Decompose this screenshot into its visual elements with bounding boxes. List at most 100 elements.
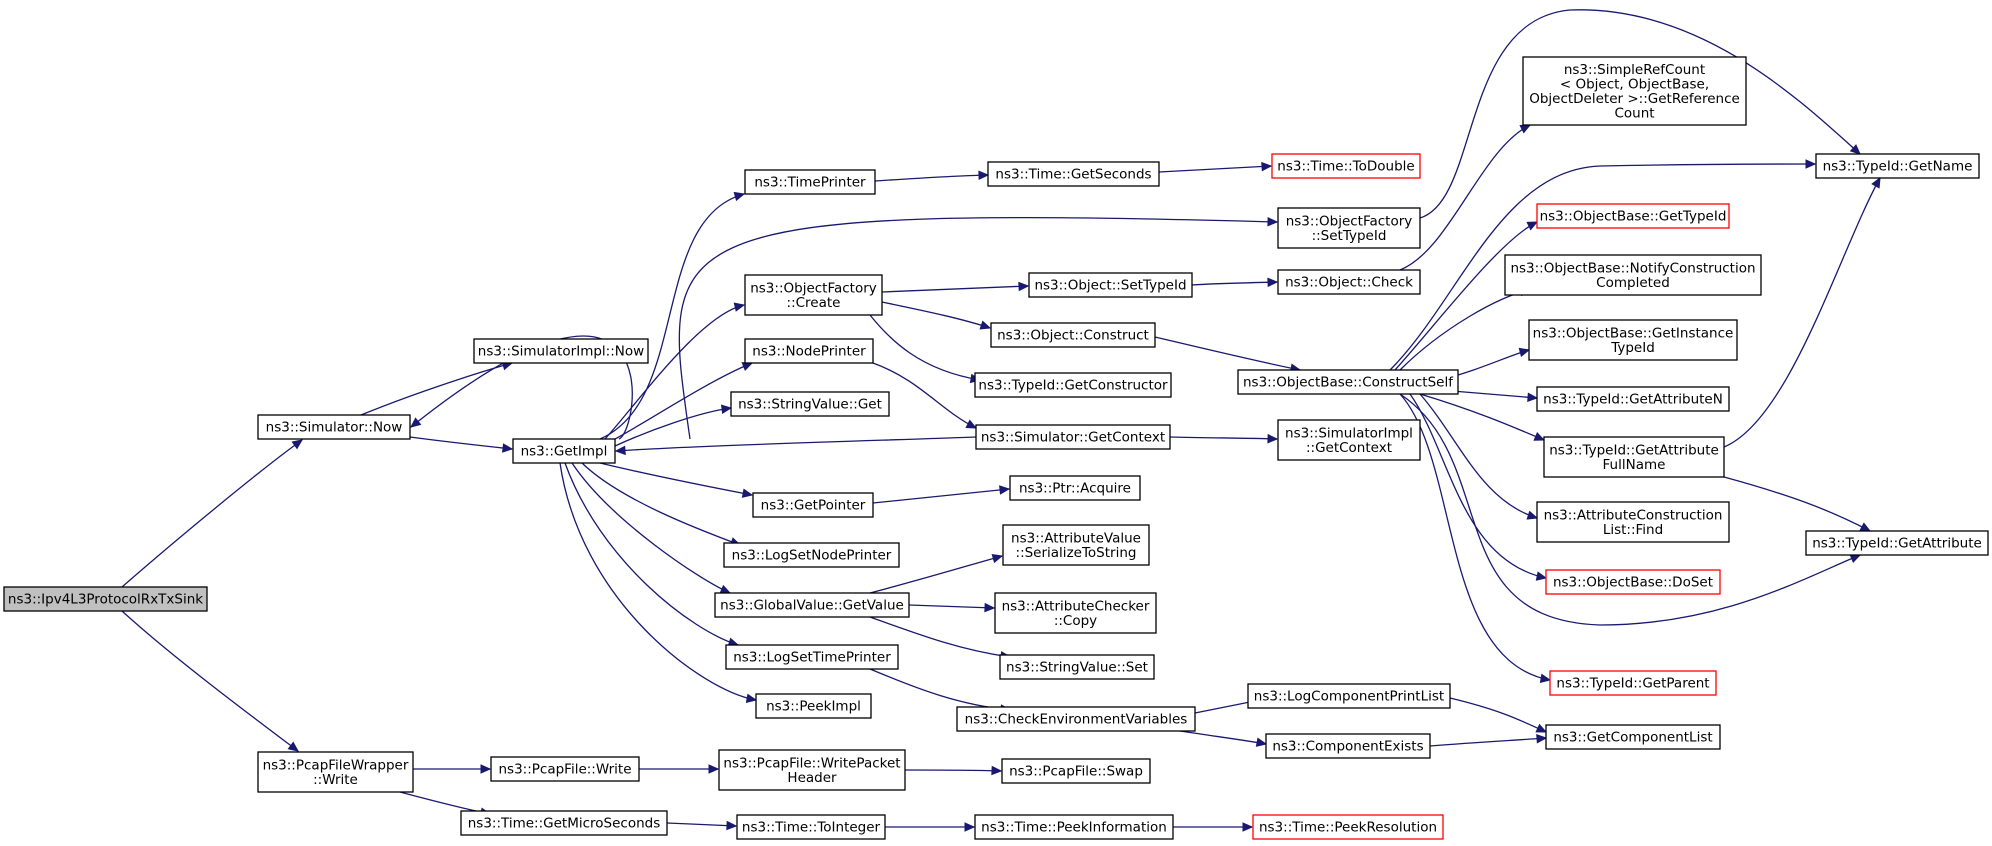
node-peekres[interactable]: ns3::Time::PeekResolution — [1252, 814, 1444, 840]
node-timeprinter[interactable]: ns3::TimePrinter — [744, 169, 876, 195]
node-label: ns3::GetPointer — [761, 498, 866, 514]
node-getattribute[interactable]: ns3::TypeId::GetAttribute — [1805, 530, 1989, 556]
node-label: ns3::Simulator::GetContext — [981, 430, 1165, 446]
call-edge-constructself-to-getattribute — [1399, 393, 1861, 626]
node-pcapswap[interactable]: ns3::PcapFile::Swap — [1001, 758, 1151, 784]
node-box — [990, 322, 1156, 348]
node-compexists[interactable]: ns3::ComponentExists — [1265, 733, 1431, 759]
call-edge-constructself-to-getname — [1389, 163, 1816, 371]
node-getimpl[interactable]: ns3::GetImpl — [512, 438, 616, 464]
node-box — [1504, 254, 1762, 296]
node-box — [490, 756, 640, 782]
node-logcompprint[interactable]: ns3::LogComponentPrintList — [1247, 683, 1451, 709]
node-objconstruct[interactable]: ns3::Object::Construct — [990, 322, 1156, 348]
node-label: ns3::PcapFileWrapper — [263, 757, 409, 773]
node-todouble[interactable]: ns3::Time::ToDouble — [1271, 153, 1421, 179]
node-pcapwrap[interactable]: ns3::PcapFileWrapper::Write — [257, 751, 414, 793]
node-label: ns3::TypeId::GetAttributeN — [1543, 392, 1723, 408]
node-peekimpl[interactable]: ns3::PeekImpl — [755, 693, 872, 719]
node-obgettypeid[interactable]: ns3::ObjectBase::GetTypeId — [1536, 203, 1730, 229]
node-label: FullName — [1603, 457, 1666, 473]
node-box — [1536, 501, 1730, 543]
call-edge-getimpl-to-nodeprinter — [614, 362, 753, 440]
node-getattributen[interactable]: ns3::TypeId::GetAttributeN — [1536, 386, 1730, 412]
node-objsettypeid[interactable]: ns3::Object::SetTypeId — [1028, 272, 1193, 298]
node-simnow[interactable]: ns3::Simulator::Now — [257, 414, 411, 440]
node-doset[interactable]: ns3::ObjectBase::DoSet — [1545, 569, 1721, 595]
node-box — [512, 438, 616, 464]
node-label: ns3::LogSetNodePrinter — [732, 548, 892, 564]
node-nodeprinter[interactable]: ns3::NodePrinter — [744, 338, 874, 364]
node-strvalset[interactable]: ns3::StringValue::Set — [999, 654, 1155, 680]
node-getcomplist[interactable]: ns3::GetComponentList — [1545, 724, 1721, 750]
node-box — [718, 749, 906, 791]
call-edge-constructself-to-doset — [1409, 393, 1547, 579]
node-simgetcontext[interactable]: ns3::Simulator::GetContext — [975, 424, 1171, 450]
arrowhead — [984, 602, 996, 613]
node-notifyconstruction[interactable]: ns3::ObjectBase::NotifyConstructionCompl… — [1504, 254, 1762, 296]
node-box — [1028, 272, 1193, 298]
node-simplerefcount[interactable]: ns3::SimpleRefCount< Object, ObjectBase,… — [1522, 56, 1747, 126]
node-logsetnode[interactable]: ns3::LogSetNodePrinter — [723, 542, 900, 568]
node-box — [987, 161, 1160, 187]
node-constructself[interactable]: ns3::ObjectBase::ConstructSelf — [1237, 369, 1459, 395]
node-getname[interactable]: ns3::TypeId::GetName — [1815, 153, 1980, 179]
call-edge-getpointer-to-ptracquire — [872, 488, 1010, 504]
node-gvgetvalue[interactable]: ns3::GlobalValue::GetValue — [714, 592, 910, 618]
arrowhead — [1518, 347, 1531, 358]
node-label: ns3::Time::ToDouble — [1277, 159, 1414, 175]
node-strvalget[interactable]: ns3::StringValue::Get — [730, 391, 890, 417]
node-box — [1815, 153, 1980, 179]
node-box — [723, 542, 900, 568]
call-edge-constructself-to-getparent — [1399, 393, 1551, 681]
node-label: ns3::StringValue::Set — [1006, 660, 1148, 676]
node-logsettime[interactable]: ns3::LogSetTimePrinter — [725, 644, 899, 670]
node-box — [730, 391, 890, 417]
arrowhead — [708, 764, 720, 774]
node-checkenv[interactable]: ns3::CheckEnvironmentVariables — [956, 706, 1196, 732]
call-edge-getseconds-to-todouble — [1158, 165, 1272, 173]
node-root[interactable]: ns3::Ipv4L3ProtocolRxTxSink — [3, 586, 208, 612]
call-edge-gvgetvalue-to-strvalset — [869, 616, 1011, 658]
node-label: ns3::CheckEnvironmentVariables — [965, 712, 1188, 728]
node-pcapfilewrite[interactable]: ns3::PcapFile::Write — [490, 756, 640, 782]
node-label: ns3::PcapFile::Swap — [1009, 764, 1143, 780]
node-getparent[interactable]: ns3::TypeId::GetParent — [1549, 670, 1717, 696]
node-avserialize[interactable]: ns3::AttributeValue::SerializeToString — [1002, 524, 1150, 566]
node-box — [1277, 207, 1421, 249]
node-label: ns3::AttributeValue — [1011, 530, 1141, 546]
node-label: ns3::TypeId::GetAttribute — [1549, 442, 1719, 458]
node-ptracquire[interactable]: ns3::Ptr::Acquire — [1009, 475, 1141, 501]
node-box — [1545, 724, 1721, 750]
node-label: Count — [1614, 105, 1654, 121]
node-objcheck[interactable]: ns3::Object::Check — [1277, 269, 1421, 295]
node-peekinfo[interactable]: ns3::Time::PeekInformation — [974, 814, 1174, 840]
node-ofsettypeid[interactable]: ns3::ObjectFactory::SetTypeId — [1277, 207, 1421, 249]
node-ofcreate[interactable]: ns3::ObjectFactory::Create — [744, 274, 883, 316]
call-edge-simnow-to-getimpl — [409, 436, 513, 450]
node-box — [1536, 386, 1730, 412]
node-getpointer[interactable]: ns3::GetPointer — [752, 492, 874, 518]
node-getmicro[interactable]: ns3::Time::GetMicroSeconds — [460, 810, 668, 836]
call-edge-ofcreate-to-objconstruct — [881, 301, 991, 329]
arrowhead — [1526, 221, 1539, 231]
node-label: Header — [787, 770, 837, 786]
node-box — [1252, 814, 1444, 840]
node-simimplnow[interactable]: ns3::SimulatorImpl::Now — [473, 338, 649, 364]
node-box — [1536, 203, 1730, 229]
node-box — [1001, 758, 1151, 784]
node-getseconds[interactable]: ns3::Time::GetSeconds — [987, 161, 1160, 187]
arrowhead — [1805, 159, 1817, 169]
node-label: ns3::ObjectBase::ConstructSelf — [1243, 375, 1454, 391]
call-edge-logsettime-to-checkenv — [869, 668, 1011, 711]
node-simimplgetcontext[interactable]: ns3::SimulatorImpl::GetContext — [1277, 419, 1421, 461]
node-accopy[interactable]: ns3::AttributeChecker::Copy — [994, 592, 1157, 634]
node-getconstructor[interactable]: ns3::TypeId::GetConstructor — [974, 372, 1172, 398]
arrowhead — [1533, 431, 1546, 441]
node-tointeger[interactable]: ns3::Time::ToInteger — [736, 814, 886, 840]
node-label: ns3::TypeId::GetAttribute — [1812, 536, 1982, 552]
